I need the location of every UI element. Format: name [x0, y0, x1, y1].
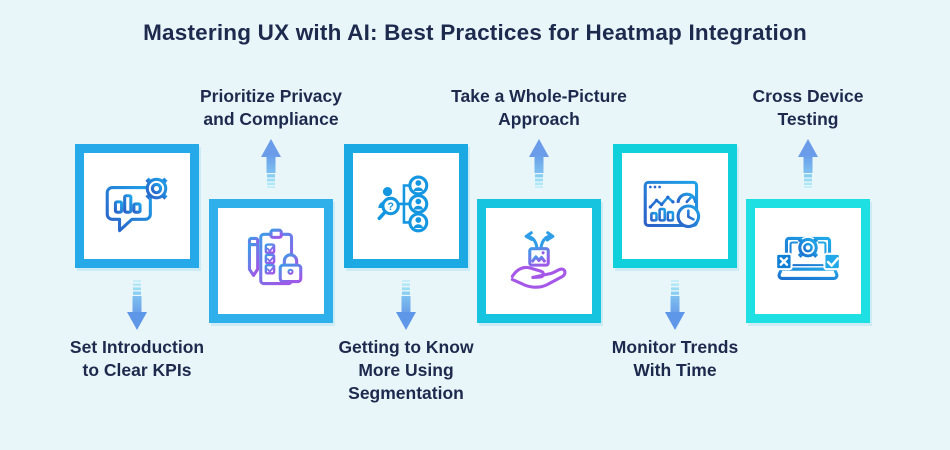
step-box-cross-device — [746, 199, 870, 323]
up-arrow-icon — [529, 139, 549, 188]
dashboard-clock-icon — [643, 180, 701, 229]
step-box-whole-picture — [477, 199, 601, 323]
page-title: Mastering UX with AI: Best Practices for… — [143, 20, 807, 45]
up-arrow-icon — [798, 139, 818, 188]
down-arrow-icon — [665, 280, 685, 330]
step-label-cross-device: Cross Device Testing — [752, 86, 864, 129]
step-box-kpis — [75, 144, 199, 268]
down-arrow-icon — [396, 280, 416, 330]
clipboard-checklist-lock-icon — [247, 228, 303, 286]
laptop-gear-testing-icon — [775, 235, 841, 280]
step-label-monitor-trends: Monitor Trends With Time — [611, 337, 739, 380]
chat-analytics-gear-icon — [105, 175, 170, 233]
user-segmentation-search-icon: ? — [377, 175, 429, 233]
down-arrow-icon — [127, 280, 147, 330]
step-label-privacy: Prioritize Privacy and Compliance — [199, 86, 343, 129]
hand-image-share-icon — [510, 231, 567, 289]
step-label-segmentation: Getting to Know More Using Segmentation — [338, 337, 474, 403]
svg-text:?: ? — [387, 201, 394, 213]
up-arrow-icon — [261, 139, 281, 188]
step-box-privacy — [209, 199, 333, 323]
step-label-whole-picture: Take a Whole-Picture Approach — [451, 86, 627, 129]
step-box-segmentation: ? — [344, 144, 468, 268]
step-label-kpis: Set Introduction to Clear KPIs — [69, 337, 205, 380]
step-box-monitor-trends — [613, 144, 737, 268]
